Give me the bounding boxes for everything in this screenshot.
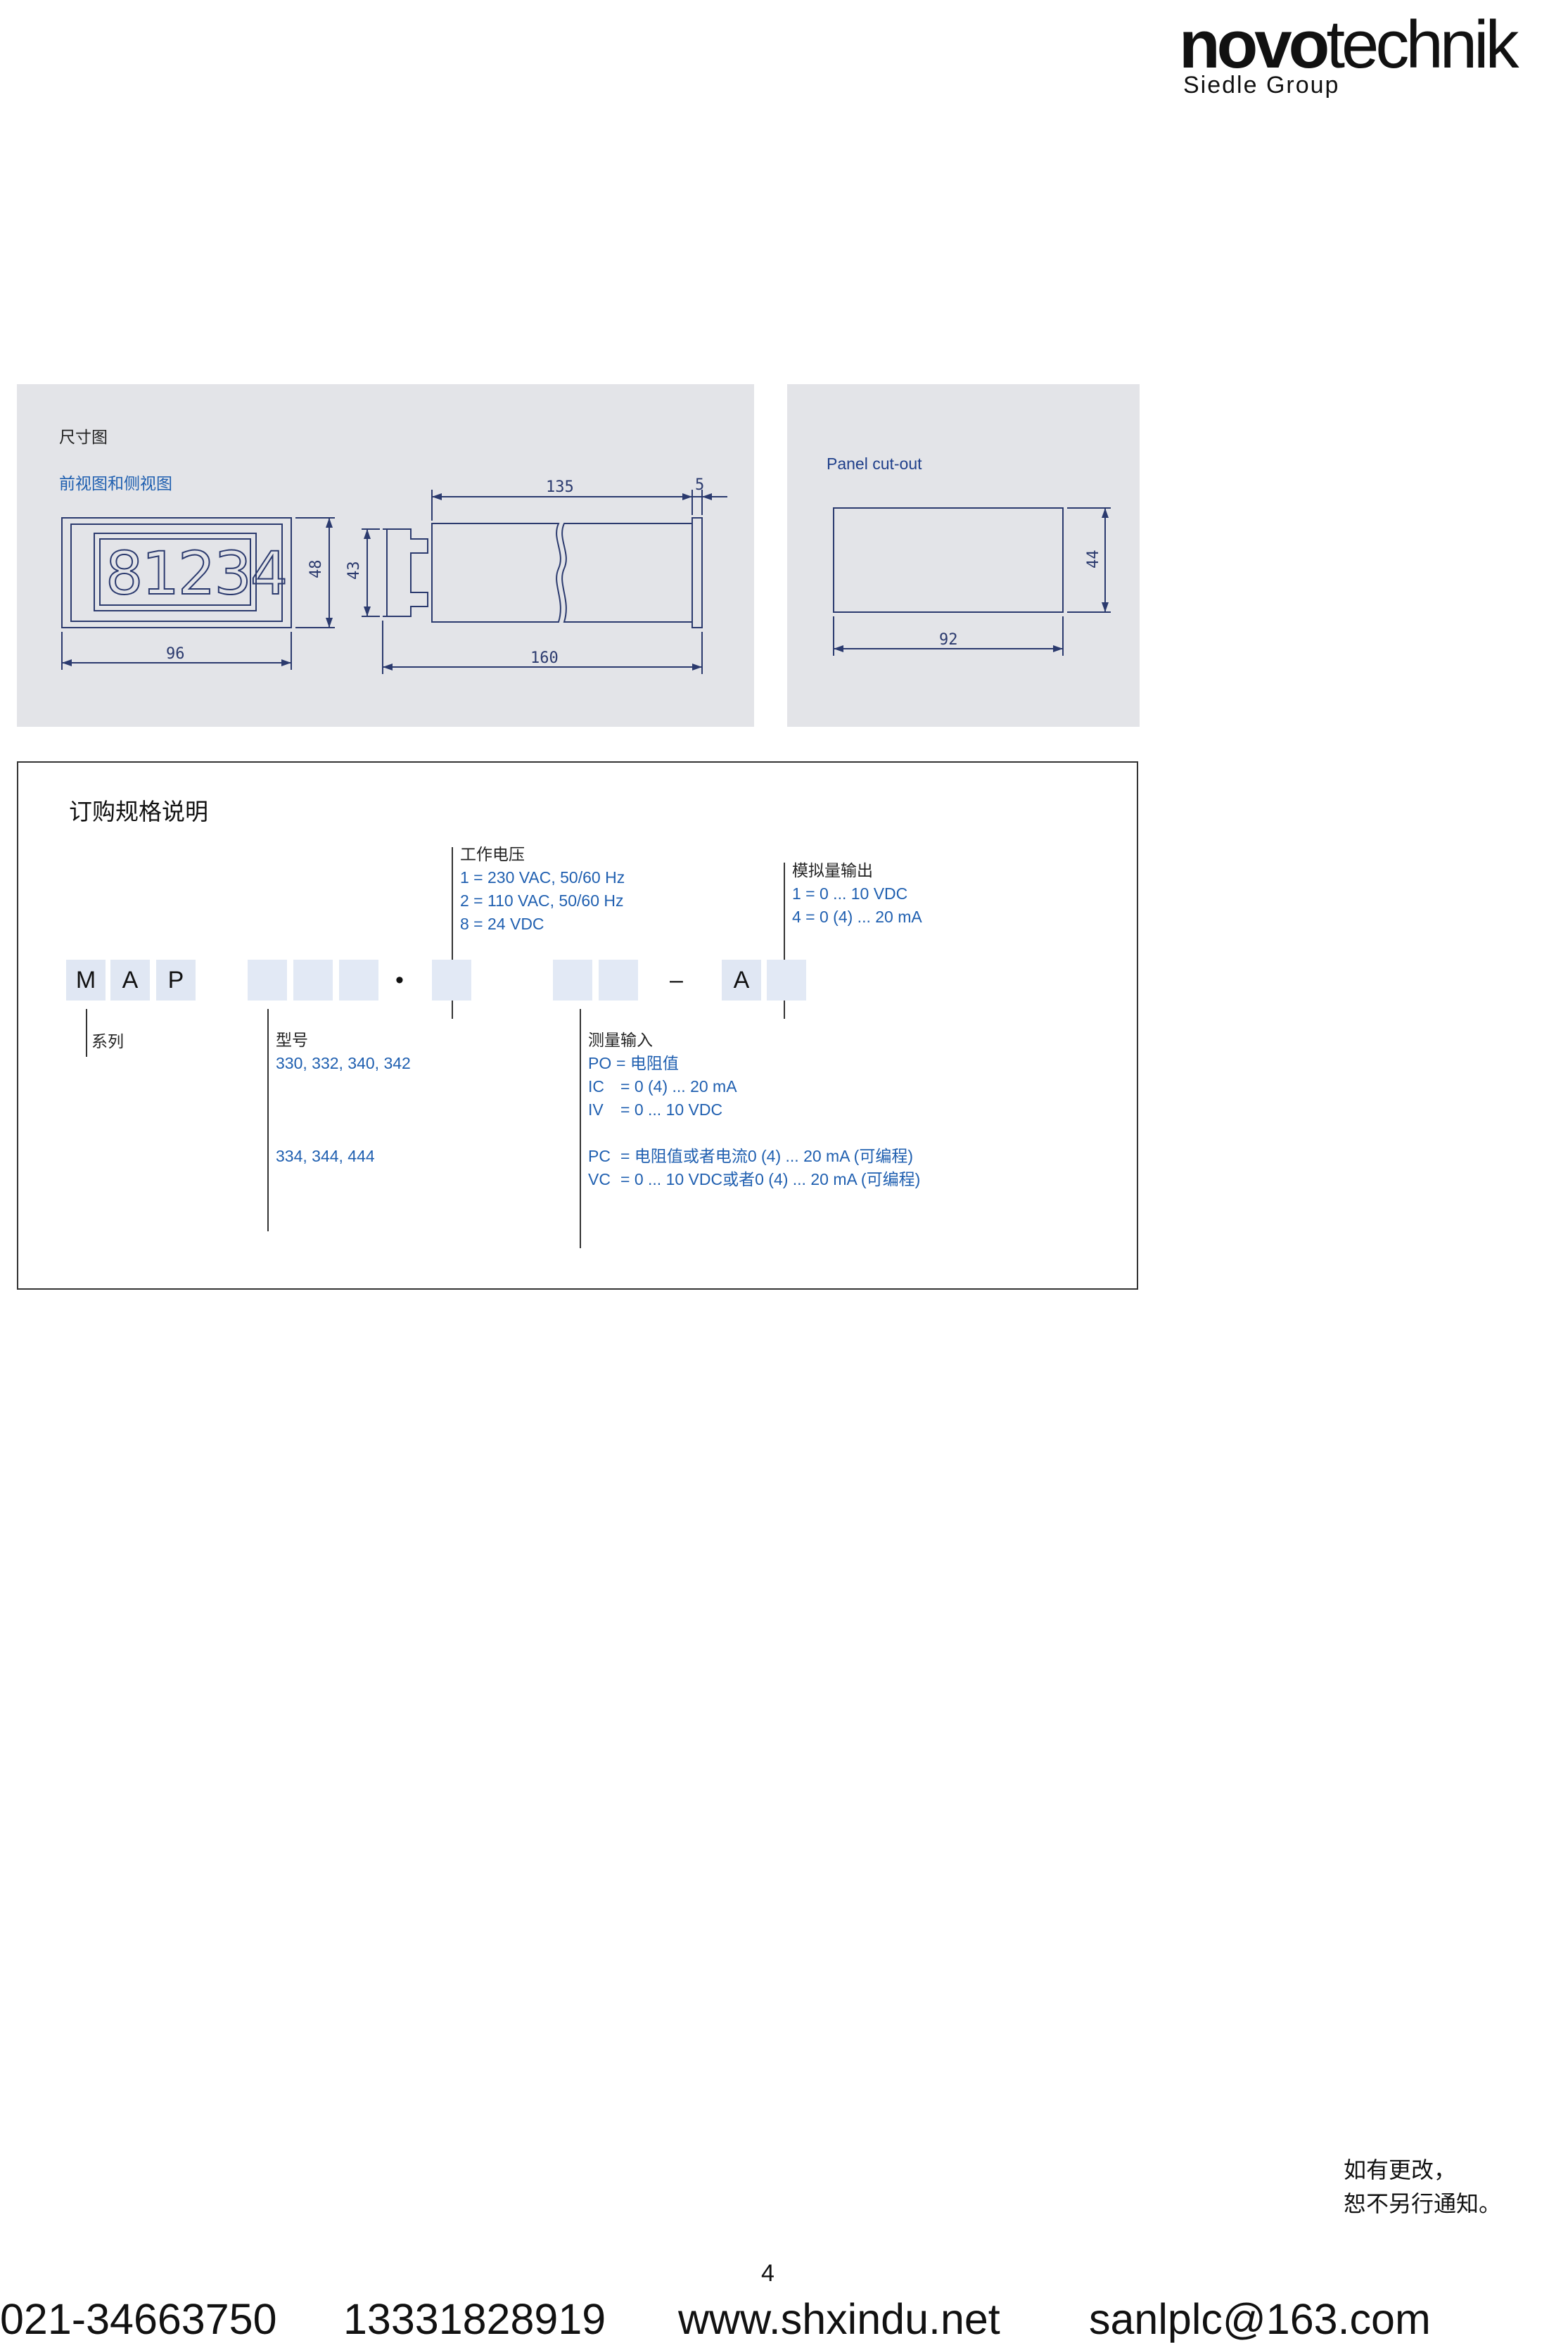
analog-output-label: 模拟量输出 bbox=[792, 861, 873, 880]
contact-phone-1: 021-34663750 bbox=[0, 2295, 277, 2343]
cutout-drawing: 92 44 bbox=[833, 507, 1111, 656]
model-group-2: 334, 344, 444 bbox=[276, 1147, 375, 1165]
ordering-title: 订购规格说明 bbox=[69, 799, 208, 825]
contact-phone-2: 13331828919 bbox=[343, 2295, 606, 2343]
change-notice-line-2: 恕不另行通知。 bbox=[1344, 2190, 1502, 2217]
cutout-drawing-panel: Panel cut-out 92 44 bbox=[787, 384, 1140, 727]
voltage-label: 工作电压 bbox=[460, 845, 525, 863]
code-cell-p: P bbox=[156, 960, 196, 1001]
series-label: 系列 bbox=[91, 1032, 124, 1050]
code-dot: • bbox=[395, 967, 404, 993]
page-number: 4 bbox=[761, 2260, 775, 2287]
code-cell-input-2 bbox=[599, 960, 638, 1001]
front-flange bbox=[691, 517, 703, 628]
dim-total-length: 160 bbox=[530, 649, 559, 667]
front-view-outline bbox=[61, 517, 292, 628]
voltage-option-1: 1 = 230 VAC, 50/60 Hz bbox=[460, 868, 625, 887]
code-dash: – bbox=[670, 967, 683, 993]
input-po-key: PO bbox=[588, 1054, 612, 1072]
input-ic-value: = 0 (4) ... 20 mA bbox=[620, 1077, 737, 1096]
input-po-value: = 电阻值 bbox=[616, 1054, 679, 1072]
cutout-title: Panel cut-out bbox=[827, 455, 922, 473]
ordering-specification: 订购规格说明 工作电压 1 = 230 VAC, 50/60 Hz 2 = 11… bbox=[17, 761, 1138, 1290]
change-notice-line-1: 如有更改， bbox=[1344, 2157, 1457, 2183]
code-cell-input-1 bbox=[553, 960, 592, 1001]
model-group-1: 330, 332, 340, 342 bbox=[276, 1054, 411, 1072]
input-iv-value: = 0 ... 10 VDC bbox=[620, 1100, 723, 1119]
logo-wordmark: novotechnik bbox=[1179, 7, 1519, 82]
contact-bar: 021-34663750 13331828919 www.shxindu.net… bbox=[0, 2297, 1568, 2342]
input-iv-key: IV bbox=[588, 1100, 604, 1119]
model-leader-line bbox=[267, 1009, 269, 1231]
voltage-leader-line bbox=[452, 847, 453, 1019]
dimension-drawing-panel: 尺寸图 前视图和侧视图 bbox=[17, 384, 754, 727]
contact-email[interactable]: sanlplc@163.com bbox=[1089, 2295, 1431, 2343]
voltage-option-2: 2 = 110 VAC, 50/60 Hz bbox=[460, 891, 624, 910]
code-cell-voltage bbox=[432, 960, 471, 1001]
input-pc-value: = 电阻值或者电流0 (4) ... 20 mA (可编程) bbox=[620, 1147, 913, 1165]
input-leader-line bbox=[580, 1009, 581, 1248]
dim-side-length: 135 bbox=[546, 478, 574, 496]
housing-body bbox=[431, 523, 561, 623]
dimension-drawing: 96 135 5 160 48 43 81234 bbox=[61, 476, 727, 674]
code-cell-model-3 bbox=[339, 960, 378, 1001]
logo-technik: technik bbox=[1326, 7, 1519, 82]
dim-flange: 5 bbox=[695, 476, 704, 494]
logo-subtitle: Siedle Group bbox=[1183, 72, 1340, 99]
contact-website[interactable]: www.shxindu.net bbox=[678, 2295, 1000, 2343]
code-cell-a-suffix: A bbox=[722, 960, 761, 1001]
change-notice: 如有更改， 恕不另行通知。 bbox=[1344, 2153, 1501, 2221]
series-leader-line bbox=[86, 1009, 87, 1057]
cutout-outline bbox=[833, 507, 1064, 613]
terminal-block bbox=[383, 528, 428, 617]
input-vc-value: = 0 ... 10 VDC或者0 (4) ... 20 mA (可编程) bbox=[620, 1170, 921, 1188]
dimension-subtitle: 前视图和侧视图 bbox=[59, 475, 172, 493]
analog-output-option-2: 4 = 0 (4) ... 20 mA bbox=[792, 908, 922, 926]
voltage-option-3: 8 = 24 VDC bbox=[460, 915, 544, 933]
dim-cutout-width: 92 bbox=[939, 631, 958, 649]
input-label: 测量输入 bbox=[588, 1031, 653, 1049]
dim-front-width: 96 bbox=[166, 645, 185, 663]
model-label: 型号 bbox=[276, 1031, 308, 1049]
display-digits: 81234 bbox=[106, 539, 286, 608]
input-ic-key: IC bbox=[588, 1077, 604, 1096]
dim-cutout-height: 44 bbox=[1085, 550, 1102, 569]
code-cell-a: A bbox=[110, 960, 150, 1001]
input-vc-key: VC bbox=[588, 1170, 611, 1188]
analog-leader-line bbox=[784, 863, 785, 1019]
code-cell-model-2 bbox=[293, 960, 333, 1001]
code-cell-m: M bbox=[66, 960, 106, 1001]
dim-side-height: 43 bbox=[345, 561, 363, 580]
code-cell-analog bbox=[767, 960, 806, 1001]
dim-front-height: 48 bbox=[307, 560, 325, 579]
dimension-title: 尺寸图 bbox=[59, 428, 108, 446]
brand-logo: novotechnik Siedle Group bbox=[1179, 10, 1545, 101]
input-pc-key: PC bbox=[588, 1147, 611, 1165]
analog-output-option-1: 1 = 0 ... 10 VDC bbox=[792, 884, 908, 903]
code-cell-model-1 bbox=[248, 960, 287, 1001]
display-window bbox=[94, 533, 257, 611]
logo-novo: novo bbox=[1179, 7, 1330, 82]
